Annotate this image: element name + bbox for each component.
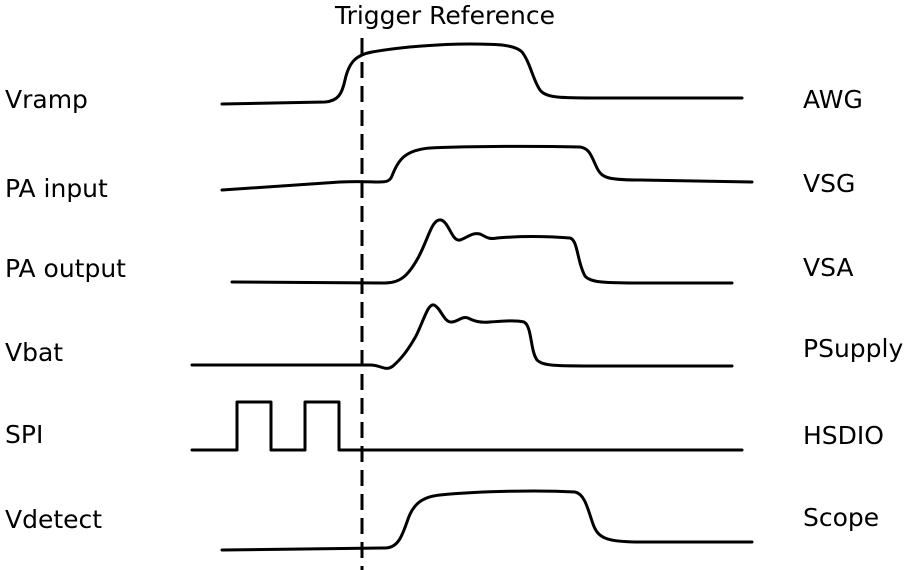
signal-name-pa-output: PA output: [5, 254, 126, 283]
instrument-hsdio: HSDIO: [803, 421, 884, 450]
instrument-awg: AWG: [803, 85, 863, 114]
waveform-pa-output: [230, 218, 734, 285]
trigger-reference-label: Trigger Reference: [334, 1, 555, 30]
waveform-pa-input: [220, 144, 754, 192]
signal-name-spi: SPI: [5, 420, 43, 449]
signal-name-pa-input: PA input: [5, 174, 108, 203]
signal-name-vramp: Vramp: [5, 85, 88, 114]
waveform-vdetect: [220, 489, 754, 552]
signal-name-vdetect: Vdetect: [5, 505, 102, 534]
waveform-vramp: [220, 42, 744, 106]
instrument-scope: Scope: [803, 503, 879, 532]
instrument-psupply: PSupply: [803, 334, 903, 363]
signal-name-vbat: Vbat: [5, 338, 63, 367]
waveform-vbat: [190, 303, 734, 370]
instrument-vsg: VSG: [803, 169, 855, 198]
instrument-vsa: VSA: [803, 253, 854, 282]
waveform-spi: [190, 400, 744, 452]
